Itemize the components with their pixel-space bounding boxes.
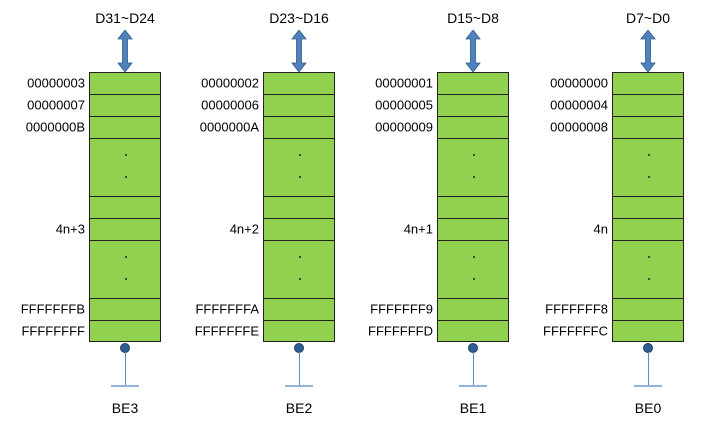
cell-divider <box>613 320 683 321</box>
address-label: 4n+1 <box>403 221 433 237</box>
bank-be1-memory-column <box>437 72 509 342</box>
cell-divider <box>264 218 334 219</box>
pin-stem <box>125 352 126 385</box>
ellipsis-dot <box>125 278 127 280</box>
cell-divider <box>438 94 508 95</box>
address-label: 0000000A <box>199 119 259 135</box>
bank-be0-memory-column <box>612 72 684 342</box>
ellipsis-dot <box>125 154 127 156</box>
address-label: 00000009 <box>375 119 433 135</box>
address-label: 0000000B <box>25 119 85 135</box>
ellipsis-dot <box>299 278 301 280</box>
cell-divider <box>613 138 683 139</box>
double-vertical-arrow-icon <box>117 30 133 72</box>
cell-divider <box>613 196 683 197</box>
address-label: FFFFFFFC <box>543 323 608 339</box>
ground-bar <box>634 385 662 387</box>
ellipsis-dot <box>473 256 475 258</box>
address-label: FFFFFFF9 <box>370 301 433 317</box>
cell-divider <box>90 116 160 117</box>
bank-be2-enable-label: BE2 <box>285 400 313 416</box>
cell-divider <box>90 320 160 321</box>
address-label: FFFFFFFF <box>21 323 85 339</box>
cell-divider <box>264 138 334 139</box>
cell-divider <box>438 298 508 299</box>
ellipsis-dot <box>125 176 127 178</box>
cell-divider <box>438 240 508 241</box>
bank-be1-bus-label: D15~D8 <box>447 10 499 26</box>
cell-divider <box>438 196 508 197</box>
cell-divider <box>264 196 334 197</box>
ellipsis-dot <box>648 176 650 178</box>
cell-divider <box>613 116 683 117</box>
address-label: 4n+3 <box>55 221 85 237</box>
double-vertical-arrow-icon <box>465 30 481 72</box>
ellipsis-dot <box>648 154 650 156</box>
double-vertical-arrow-icon <box>640 30 656 72</box>
ellipsis-dot <box>473 278 475 280</box>
address-label: FFFFFFFD <box>368 323 433 339</box>
cell-divider <box>613 298 683 299</box>
cell-divider <box>264 240 334 241</box>
address-label: FFFFFFFE <box>194 323 259 339</box>
cell-divider <box>264 320 334 321</box>
address-label: 4n+2 <box>229 221 259 237</box>
bank-be0-enable-label: BE0 <box>634 400 662 416</box>
address-label: FFFFFFFB <box>20 301 85 317</box>
bank-be3-memory-column <box>89 72 161 342</box>
bank-be3-bus-label: D31~D24 <box>95 10 155 26</box>
ellipsis-dot <box>299 154 301 156</box>
cell-divider <box>613 218 683 219</box>
cell-divider <box>438 116 508 117</box>
cell-divider <box>90 138 160 139</box>
address-label: 00000002 <box>201 75 259 91</box>
address-label: FFFFFFF8 <box>545 301 608 317</box>
address-label: FFFFFFFA <box>195 301 259 317</box>
address-label: 00000008 <box>550 119 608 135</box>
address-label: 00000003 <box>27 75 85 91</box>
cell-divider <box>438 218 508 219</box>
cell-divider <box>90 240 160 241</box>
cell-divider <box>264 94 334 95</box>
ground-bar <box>285 385 313 387</box>
pin-stem <box>473 352 474 385</box>
cell-divider <box>264 116 334 117</box>
pin-stem <box>648 352 649 385</box>
ground-bar <box>111 385 139 387</box>
cell-divider <box>90 298 160 299</box>
address-label: 4n <box>593 221 608 237</box>
ground-bar <box>459 385 487 387</box>
cell-divider <box>90 196 160 197</box>
ellipsis-dot <box>299 176 301 178</box>
ellipsis-dot <box>648 256 650 258</box>
bank-be0-bus-label: D7~D0 <box>626 10 670 26</box>
address-label: 00000001 <box>375 75 433 91</box>
cell-divider <box>264 298 334 299</box>
cell-divider <box>90 218 160 219</box>
bank-be1-enable-label: BE1 <box>459 400 487 416</box>
address-label: 00000007 <box>27 97 85 113</box>
ellipsis-dot <box>648 278 650 280</box>
cell-divider <box>438 320 508 321</box>
address-label: 00000005 <box>375 97 433 113</box>
ellipsis-dot <box>125 256 127 258</box>
bank-be3-enable-label: BE3 <box>111 400 139 416</box>
bank-be2-bus-label: D23~D16 <box>269 10 329 26</box>
address-label: 00000000 <box>550 75 608 91</box>
cell-divider <box>90 94 160 95</box>
address-label: 00000004 <box>550 97 608 113</box>
pin-stem <box>299 352 300 385</box>
cell-divider <box>613 94 683 95</box>
cell-divider <box>613 240 683 241</box>
address-label: 00000006 <box>201 97 259 113</box>
ellipsis-dot <box>473 154 475 156</box>
cell-divider <box>438 138 508 139</box>
ellipsis-dot <box>299 256 301 258</box>
double-vertical-arrow-icon <box>291 30 307 72</box>
ellipsis-dot <box>473 176 475 178</box>
bank-be2-memory-column <box>263 72 335 342</box>
